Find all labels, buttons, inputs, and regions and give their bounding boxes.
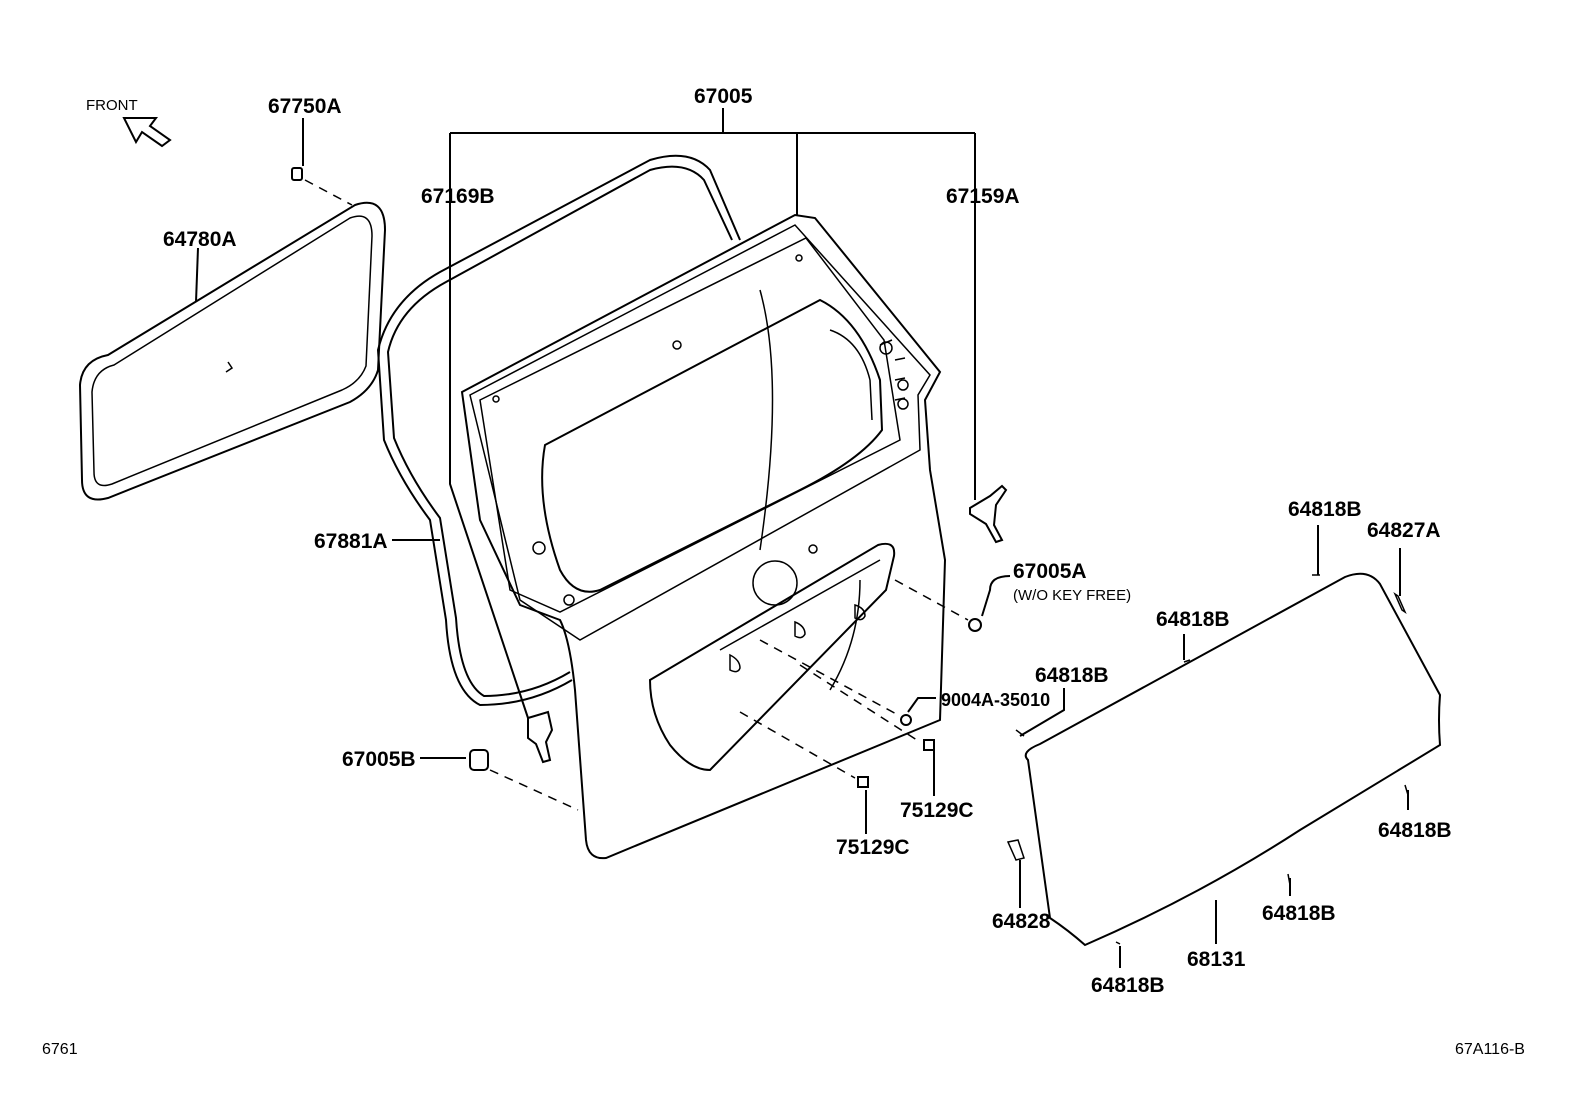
- label-64818B-1: 64818B: [1288, 498, 1362, 521]
- label-9004A-35010: 9004A-35010: [941, 690, 1050, 710]
- screw-9004A: [759, 639, 912, 726]
- label-67005: 67005: [694, 85, 753, 108]
- label-67005A: 67005A: [1013, 560, 1087, 583]
- label-67169B: 67169B: [421, 185, 495, 208]
- cap-75129C-1: [799, 664, 935, 751]
- panel-seal-64780A: [78, 201, 387, 501]
- weatherstrip-67881A: [376, 154, 741, 707]
- label-64827A: 64827A: [1367, 519, 1441, 542]
- label-64828: 64828: [992, 910, 1051, 933]
- label-75129C-2: 75129C: [836, 836, 910, 859]
- label-67005B: 67005B: [342, 748, 416, 771]
- label-75129C-1: 75129C: [900, 799, 974, 822]
- leader-lines: [195, 108, 1409, 968]
- label-67005A-note: (W/O KEY FREE): [1013, 587, 1131, 604]
- label-68131: 68131: [1187, 948, 1246, 971]
- label-64818B-5: 64818B: [1262, 902, 1336, 925]
- label-67881A: 67881A: [314, 530, 388, 553]
- hinge-67169B: [527, 710, 554, 764]
- label-64818B-2: 64818B: [1156, 608, 1230, 631]
- label-64818B-3: 64818B: [1035, 664, 1109, 687]
- label-67750A: 67750A: [268, 95, 342, 118]
- diagram-code: 67A116-B: [1455, 1041, 1525, 1058]
- clip-67750A: [291, 167, 353, 206]
- label-64818B-6: 64818B: [1091, 974, 1165, 997]
- part-labels: 67005 67750A 64780A 67169B 67159A 67881A…: [163, 85, 1452, 997]
- front-arrow: FRONT: [86, 97, 172, 148]
- nut-67005A: [894, 579, 982, 632]
- cushion-67005B: [469, 749, 579, 811]
- back-door-67005: [460, 213, 947, 860]
- hinge-67159A: [969, 484, 1008, 544]
- cap-75129C-2: [739, 711, 869, 788]
- page-code: 6761: [42, 1041, 78, 1058]
- label-64818B-4: 64818B: [1378, 819, 1452, 842]
- front-label: FRONT: [86, 97, 138, 114]
- label-67159A: 67159A: [946, 185, 1020, 208]
- label-64780A: 64780A: [163, 228, 237, 251]
